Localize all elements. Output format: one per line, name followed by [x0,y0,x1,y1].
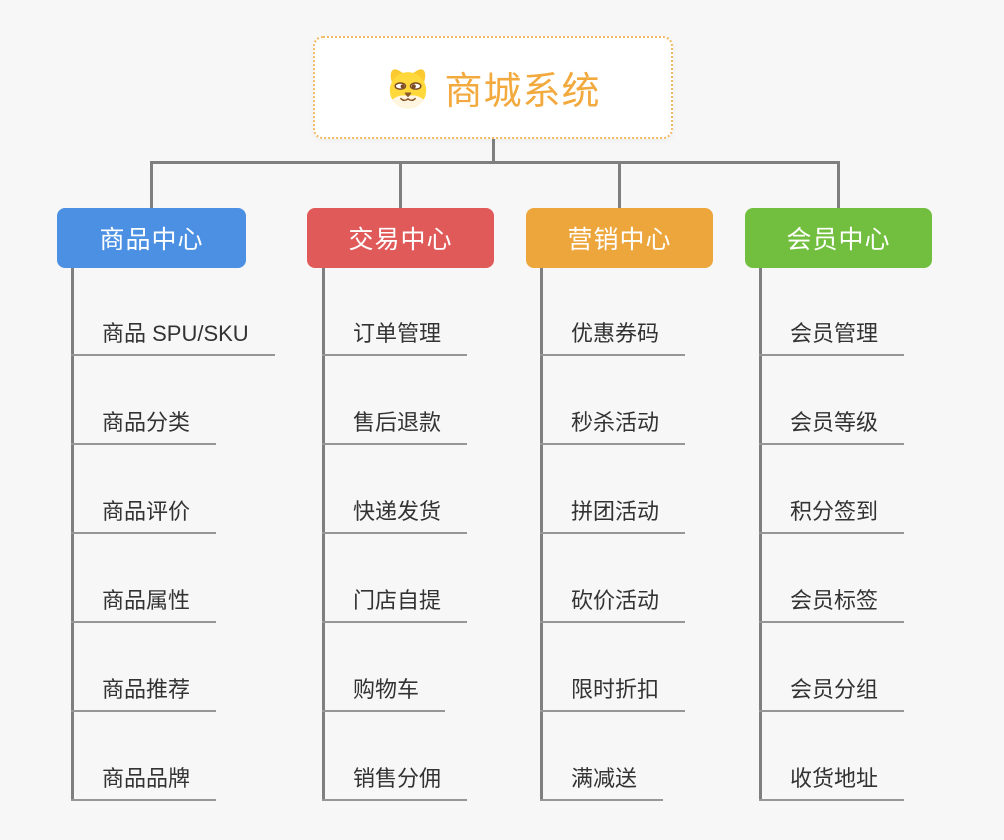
branch-marketing-center[interactable]: 营销中心 [526,208,713,268]
leaf-node[interactable]: 会员标签 [759,587,905,623]
branch-label: 会员中心 [786,226,891,254]
connector-trunk-1 [71,268,74,801]
leaf-node[interactable]: 销售分佣 [322,765,468,801]
connector-trunk-4 [759,268,762,801]
leaf-node[interactable]: 砍价活动 [540,587,686,623]
root-node-mall-system[interactable]: 商城系统 [313,36,673,139]
branch-member-center[interactable]: 会员中心 [745,208,932,268]
branch-label: 营销中心 [567,226,672,254]
branch-product-center[interactable]: 商品中心 [57,208,246,268]
connector-trunk-2 [322,268,325,801]
leaf-node[interactable]: 商品评价 [71,498,217,534]
leaf-node[interactable]: 商品属性 [71,587,217,623]
leaf-node[interactable]: 门店自提 [322,587,468,623]
branch-label: 交易中心 [348,226,453,254]
leaf-node[interactable]: 售后退款 [322,409,468,445]
leaf-node[interactable]: 商品品牌 [71,765,217,801]
leaf-node[interactable]: 限时折扣 [540,676,686,712]
leaf-node[interactable]: 会员管理 [759,320,905,356]
leaf-node[interactable]: 商品 SPU/SKU [71,320,275,356]
connector-root-drop [492,139,495,164]
leaf-node[interactable]: 订单管理 [322,320,468,356]
leaf-node[interactable]: 会员分组 [759,676,905,712]
leaf-node[interactable]: 优惠券码 [540,320,686,356]
connector-drop-4 [837,161,840,208]
root-title: 商城系统 [444,71,601,113]
leaf-node[interactable]: 商品分类 [71,409,217,445]
leaf-node[interactable]: 收货地址 [759,765,905,801]
connector-trunk-3 [540,268,543,801]
connector-drop-1 [150,161,153,208]
doge-icon [390,69,427,109]
leaf-node[interactable]: 快递发货 [322,498,468,534]
leaf-node[interactable]: 秒杀活动 [540,409,686,445]
leaf-node[interactable]: 购物车 [322,676,446,712]
leaf-node[interactable]: 商品推荐 [71,676,217,712]
branch-trade-center[interactable]: 交易中心 [307,208,494,268]
connector-drop-3 [618,161,621,208]
leaf-node[interactable]: 满减送 [540,765,664,801]
leaf-node[interactable]: 会员等级 [759,409,905,445]
branch-label: 商品中心 [99,226,204,254]
connector-drop-2 [399,161,402,208]
connector-bus [150,161,840,164]
leaf-node[interactable]: 积分签到 [759,498,905,534]
leaf-node[interactable]: 拼团活动 [540,498,686,534]
